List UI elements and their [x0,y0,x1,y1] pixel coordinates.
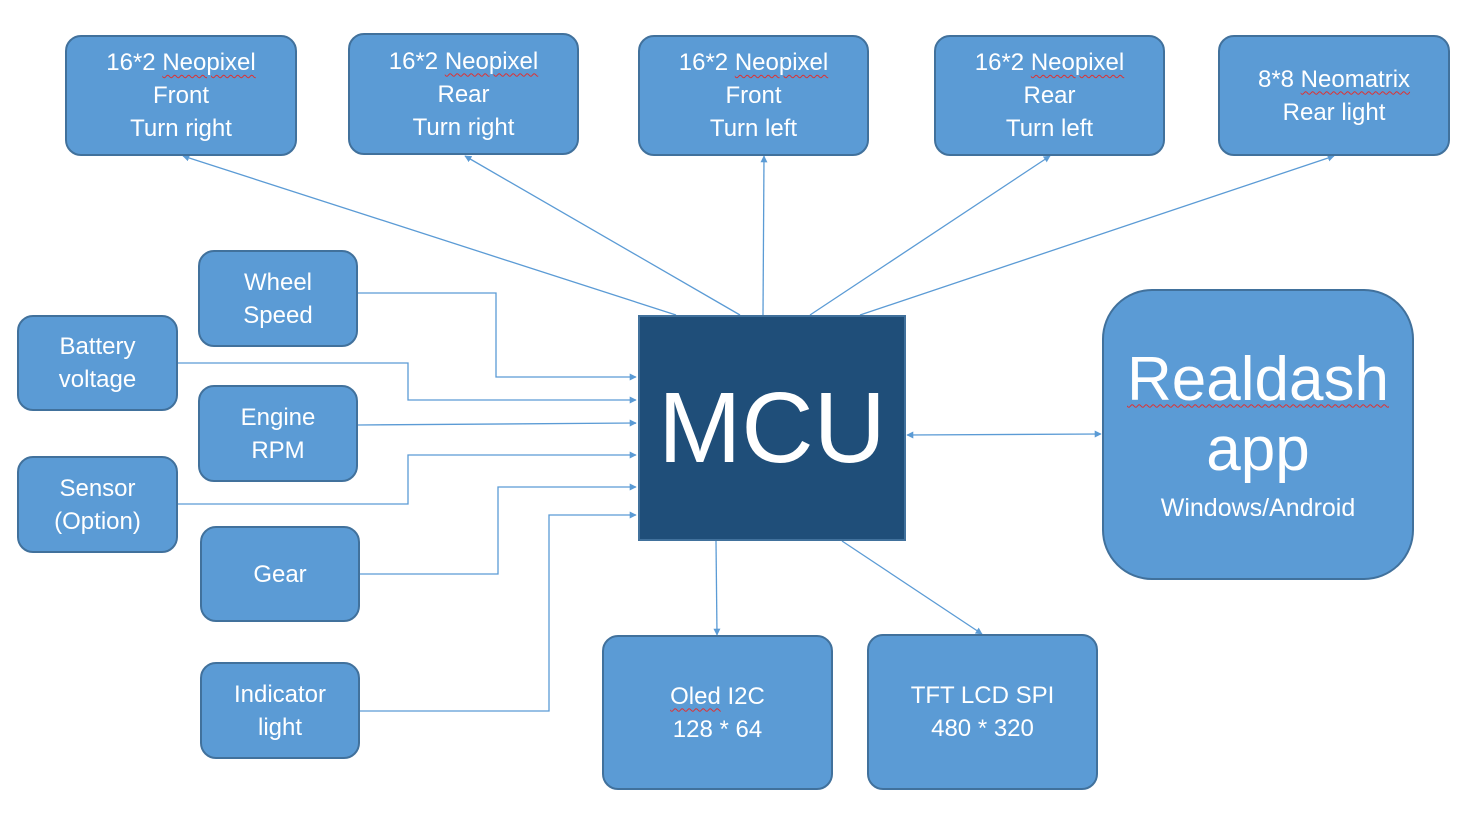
box-realdash-app: Realdash app Windows/Android [1102,289,1414,580]
wire-indicator [359,511,637,712]
label-function: Turn left [709,115,798,142]
label-line-2: RPM [251,436,305,464]
arrow-to-oled [713,540,721,636]
arrow-mcu-app [906,430,1102,439]
box-neopixel-rear-right: 16*2 Neopixel Rear Turn right [348,33,579,155]
label-function: Turn right [130,115,232,142]
label-line-2: voltage [58,366,137,393]
box-wheel-speed: Wheel Speed [198,250,358,347]
label-function: Turn right [412,113,515,141]
label-position: Front [725,82,782,109]
box-battery-voltage: Battery voltage [17,315,178,411]
label-size: 16*2 [678,49,735,76]
app-name: Realdash [1127,344,1389,414]
label-type: Oled [670,682,721,710]
label-type: Neopixel [734,49,829,76]
box-gear: Gear [200,526,360,622]
label-type: Neopixel [444,47,539,75]
label-function: Turn left [1005,115,1094,142]
wire-engine-rpm [357,419,637,427]
label-type: TFT LCD SPI [910,682,1055,709]
box-sensor-option: Sensor (Option) [17,456,178,553]
app-word: app [1206,414,1310,484]
label-size: 16*2 [974,49,1031,76]
arrow-to-front-right [182,154,677,316]
label-line-1: Wheel [243,268,313,296]
label-type: Neopixel [1030,49,1125,76]
label-function: Rear light [1282,98,1386,126]
box-oled-i2c: Oled I2C 128 * 64 [602,635,833,790]
wire-wheel-speed [358,292,637,381]
mcu-label: MCU [658,372,886,484]
label-line-1: Engine [240,403,316,431]
box-neopixel-rear-left: 16*2 Neopixel Rear Turn left [934,35,1165,156]
label-bus: I2C [720,682,765,710]
label-position: Rear [1023,82,1076,109]
wire-gear [360,483,637,575]
label-size: 8*8 [1257,65,1301,93]
label-line-1: Battery [59,333,136,360]
label-position: Rear [437,80,490,108]
box-neomatrix-rear-light: 8*8 Neomatrix Rear light [1218,35,1450,156]
arrow-to-tft [841,540,983,635]
label-line-2: (Option) [54,507,141,535]
arrow-to-rear-light [859,154,1335,316]
label-position: Front [152,82,209,109]
label-line-1: Sensor [59,474,136,502]
label-line-2: Speed [243,301,313,329]
label-line-1: Gear [253,560,307,588]
box-neopixel-front-left: 16*2 Neopixel Front Turn left [638,35,869,156]
box-engine-rpm: Engine RPM [198,385,358,482]
arrow-to-front-left [760,155,768,316]
wire-battery [177,362,637,404]
label-type: Neopixel [162,49,256,76]
label-size: 16*2 [388,47,445,75]
wire-sensor [177,451,637,505]
label-size: 16*2 [106,49,163,76]
label-line-1: Indicator [233,680,327,708]
box-tft-lcd-spi: TFT LCD SPI 480 * 320 [867,634,1098,790]
label-resolution: 480 * 320 [931,715,1034,742]
box-indicator-light: Indicator light [200,662,360,759]
arrow-to-rear-left [809,155,1051,316]
arrow-to-rear-right [464,155,741,316]
label-resolution: 128 * 64 [672,715,763,743]
box-neopixel-front-right: 16*2 Neopixel Front Turn right [65,35,297,156]
box-mcu: MCU [638,315,906,541]
label-line-2: light [257,713,303,741]
label-type: Neomatrix [1300,65,1411,93]
app-platforms: Windows/Android [1160,493,1356,522]
